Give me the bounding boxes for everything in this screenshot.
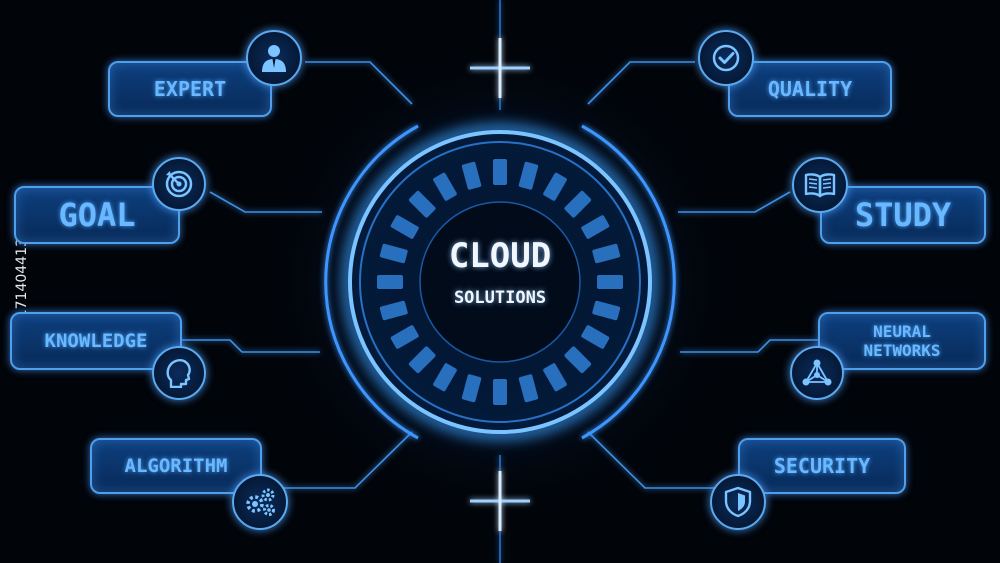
ring-tick: [581, 215, 610, 239]
ring-tick: [461, 374, 482, 403]
ring-tick: [390, 215, 419, 239]
center-title: CLOUD: [448, 236, 552, 276]
ring-tick: [390, 325, 419, 349]
center-subtitle: SOLUTIONS: [453, 288, 547, 308]
ring-tick: [592, 243, 621, 264]
ring-tick: [408, 190, 436, 218]
node-study-label: STUDY: [854, 195, 952, 234]
ring-tick: [377, 275, 403, 289]
ring-ticks: [377, 159, 623, 405]
head-profile-icon: [152, 346, 206, 400]
node-goal-label: GOAL: [58, 195, 136, 234]
shield-icon: [710, 474, 766, 530]
node-study: STUDY: [820, 186, 986, 244]
ring-tick: [433, 363, 457, 392]
node-algorithm: ALGORITHM: [90, 438, 262, 494]
node-knowledge-label: KNOWLEDGE: [44, 329, 148, 352]
book-icon: [792, 157, 848, 213]
node-neural-label: NEURAL NETWORKS: [863, 321, 941, 360]
node-security: SECURITY: [738, 438, 906, 494]
checkmark-icon: [698, 30, 754, 86]
ring-tick: [564, 190, 592, 218]
node-goal: GOAL: [14, 186, 180, 244]
node-neural-networks: NEURAL NETWORKS: [818, 312, 986, 370]
ring-tick: [433, 172, 457, 201]
ring-tick: [379, 300, 408, 321]
ring-tick: [379, 243, 408, 264]
node-expert: EXPERT: [108, 61, 272, 117]
ring-tick: [597, 275, 623, 289]
outer-arcs: [324, 124, 676, 440]
ring-tick: [518, 374, 539, 403]
ring-tick: [518, 161, 539, 190]
ring-tick: [581, 325, 610, 349]
ring-tick: [564, 346, 592, 374]
node-algorithm-label: ALGORITHM: [124, 454, 228, 477]
target-icon: [152, 157, 206, 211]
businessman-icon: [246, 30, 302, 86]
node-knowledge: KNOWLEDGE: [10, 312, 182, 370]
ring-tick: [461, 161, 482, 190]
connector-lines: [182, 61, 818, 489]
ring-tick: [493, 159, 507, 185]
ring-tick: [408, 346, 436, 374]
node-security-label: SECURITY: [773, 454, 871, 478]
ring-tick: [493, 379, 507, 405]
ring-tick: [543, 172, 567, 201]
ring-tick: [543, 363, 567, 392]
ring-tick: [592, 300, 621, 321]
gears-icon: [232, 474, 288, 530]
light-beams: [470, 0, 530, 563]
node-quality-label: QUALITY: [767, 77, 853, 101]
node-quality: QUALITY: [728, 61, 892, 117]
node-expert-label: EXPERT: [153, 77, 227, 101]
network-icon: [790, 346, 844, 400]
